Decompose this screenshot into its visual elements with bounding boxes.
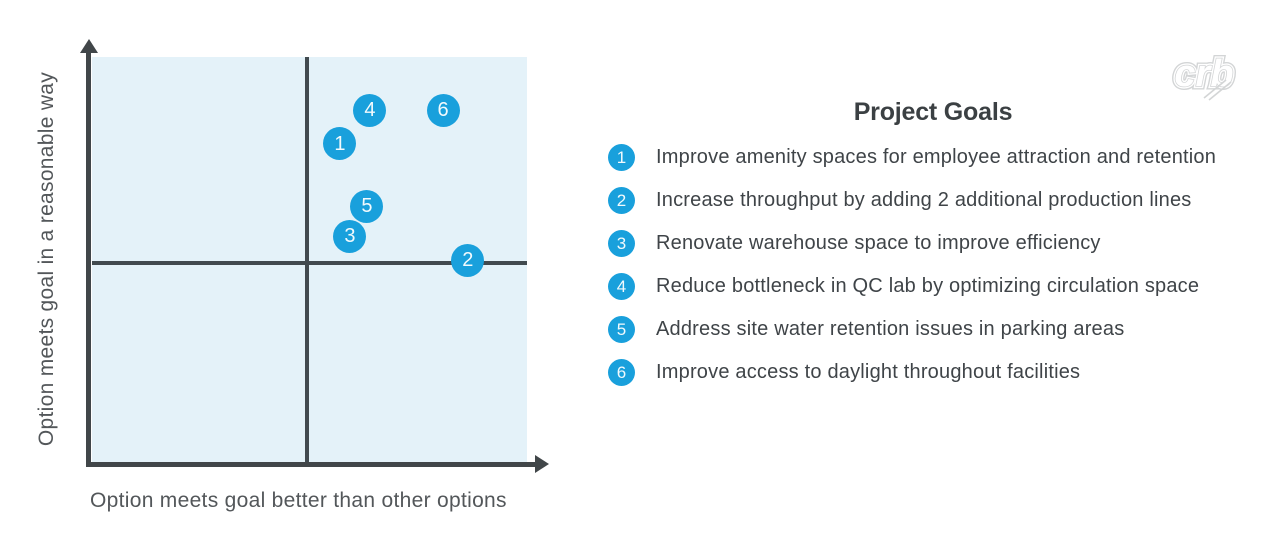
matrix-point-1: 1 bbox=[323, 127, 357, 161]
goal-label: Increase throughput by adding 2 addition… bbox=[656, 189, 1192, 211]
goal-label: Improve access to daylight throughout fa… bbox=[656, 361, 1081, 383]
goals-title: Project Goals bbox=[853, 98, 1013, 126]
quadrant-vertical-line bbox=[305, 57, 309, 463]
goal-label: Address site water retention issues in p… bbox=[656, 318, 1125, 340]
goal-item-1: 1 Improve amenity spaces for employee at… bbox=[608, 144, 1258, 171]
svg-text:crb: crb bbox=[1174, 53, 1233, 95]
matrix-point-4: 4 bbox=[353, 93, 387, 127]
goal-label: Reduce bottleneck in QC lab by optimizin… bbox=[656, 275, 1200, 297]
goal-number-badge: 2 bbox=[608, 187, 635, 214]
goal-number-badge: 6 bbox=[608, 359, 635, 386]
svg-text:crb: crb bbox=[1174, 53, 1233, 95]
goal-label: Improve amenity spaces for employee attr… bbox=[656, 146, 1217, 168]
x-axis bbox=[86, 462, 536, 467]
goal-number-badge: 4 bbox=[608, 273, 635, 300]
y-axis bbox=[86, 51, 91, 467]
goal-number-badge: 1 bbox=[608, 144, 635, 171]
matrix-point-3: 3 bbox=[333, 219, 367, 253]
goal-item-2: 2 Increase throughput by adding 2 additi… bbox=[608, 187, 1258, 214]
goal-label: Renovate warehouse space to improve effi… bbox=[656, 232, 1101, 254]
y-axis-arrow-icon bbox=[80, 39, 98, 53]
goal-number-badge: 3 bbox=[608, 230, 635, 257]
x-axis-arrow-icon bbox=[535, 455, 549, 473]
project-goals-panel: Project Goals 1 Improve amenity spaces f… bbox=[608, 98, 1258, 386]
y-axis-label: Option meets goal in a reasonable way bbox=[35, 71, 58, 447]
goal-item-3: 3 Renovate warehouse space to improve ef… bbox=[608, 230, 1258, 257]
matrix-point-6: 6 bbox=[426, 93, 460, 127]
crb-logo-icon: crb crb crb crb bbox=[1171, 50, 1237, 101]
goal-number-badge: 5 bbox=[608, 316, 635, 343]
svg-text:crb: crb bbox=[1174, 53, 1233, 95]
x-axis-label: Option meets goal better than other opti… bbox=[90, 489, 507, 512]
goal-item-4: 4 Reduce bottleneck in QC lab by optimiz… bbox=[608, 273, 1258, 300]
matrix-point-2: 2 bbox=[451, 243, 485, 277]
goal-item-6: 6 Improve access to daylight throughout … bbox=[608, 359, 1258, 386]
goals-list: 1 Improve amenity spaces for employee at… bbox=[608, 144, 1258, 386]
quadrant-horizontal-line bbox=[92, 261, 527, 265]
matrix-point-5: 5 bbox=[350, 189, 384, 223]
goal-item-5: 5 Address site water retention issues in… bbox=[608, 316, 1258, 343]
